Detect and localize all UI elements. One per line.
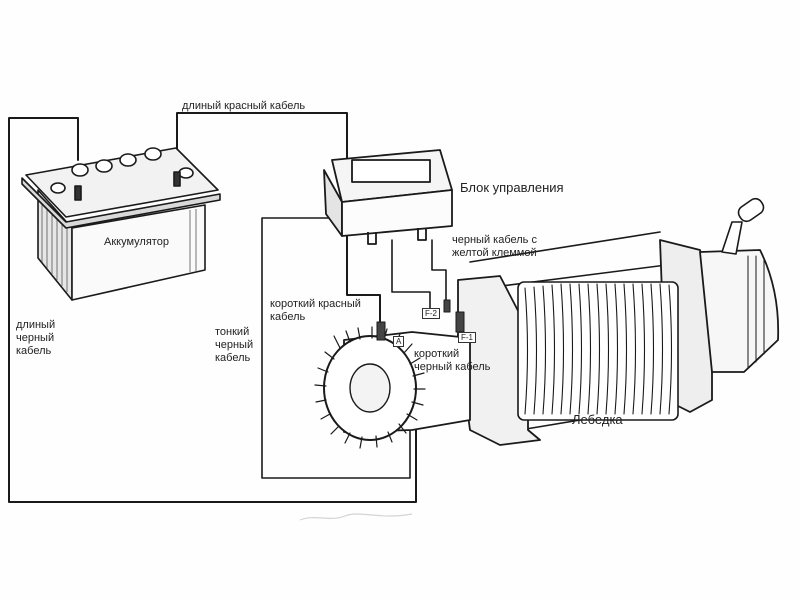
label-battery: Аккумулятор — [104, 236, 169, 248]
label-control-box: Блок управления — [460, 180, 564, 195]
terminal-f1-tag: F-1 — [458, 332, 476, 343]
label-long-black-cable: длиный черный кабель — [16, 319, 56, 357]
motor-cooling-fins — [314, 326, 426, 449]
scan-smudge — [299, 513, 413, 521]
terminal-a-tag: A — [393, 336, 405, 347]
yellow-clamp-cable-line — [431, 239, 447, 301]
label-winch: Лебедка — [572, 412, 623, 427]
label-short-black-cable: короткий черный кабель — [414, 348, 491, 373]
label-thin-black-cable: тонкий черный кабель — [215, 326, 254, 364]
f2-cable-line — [391, 239, 431, 311]
terminal-f2-tag: F-2 — [422, 308, 440, 319]
drum-rope-wraps — [524, 283, 673, 415]
battery — [21, 147, 221, 301]
long-black-cable-line — [8, 117, 417, 503]
label-black-cable-yellow-clamp: черный кабель с желтой клеммой — [452, 234, 537, 259]
control-box — [323, 149, 453, 245]
winch — [314, 197, 780, 449]
label-short-red-cable: короткий красный кабель — [270, 298, 361, 323]
label-long-red-cable: длиный красный кабель — [182, 100, 306, 112]
thin-black-cable-line — [261, 217, 411, 479]
